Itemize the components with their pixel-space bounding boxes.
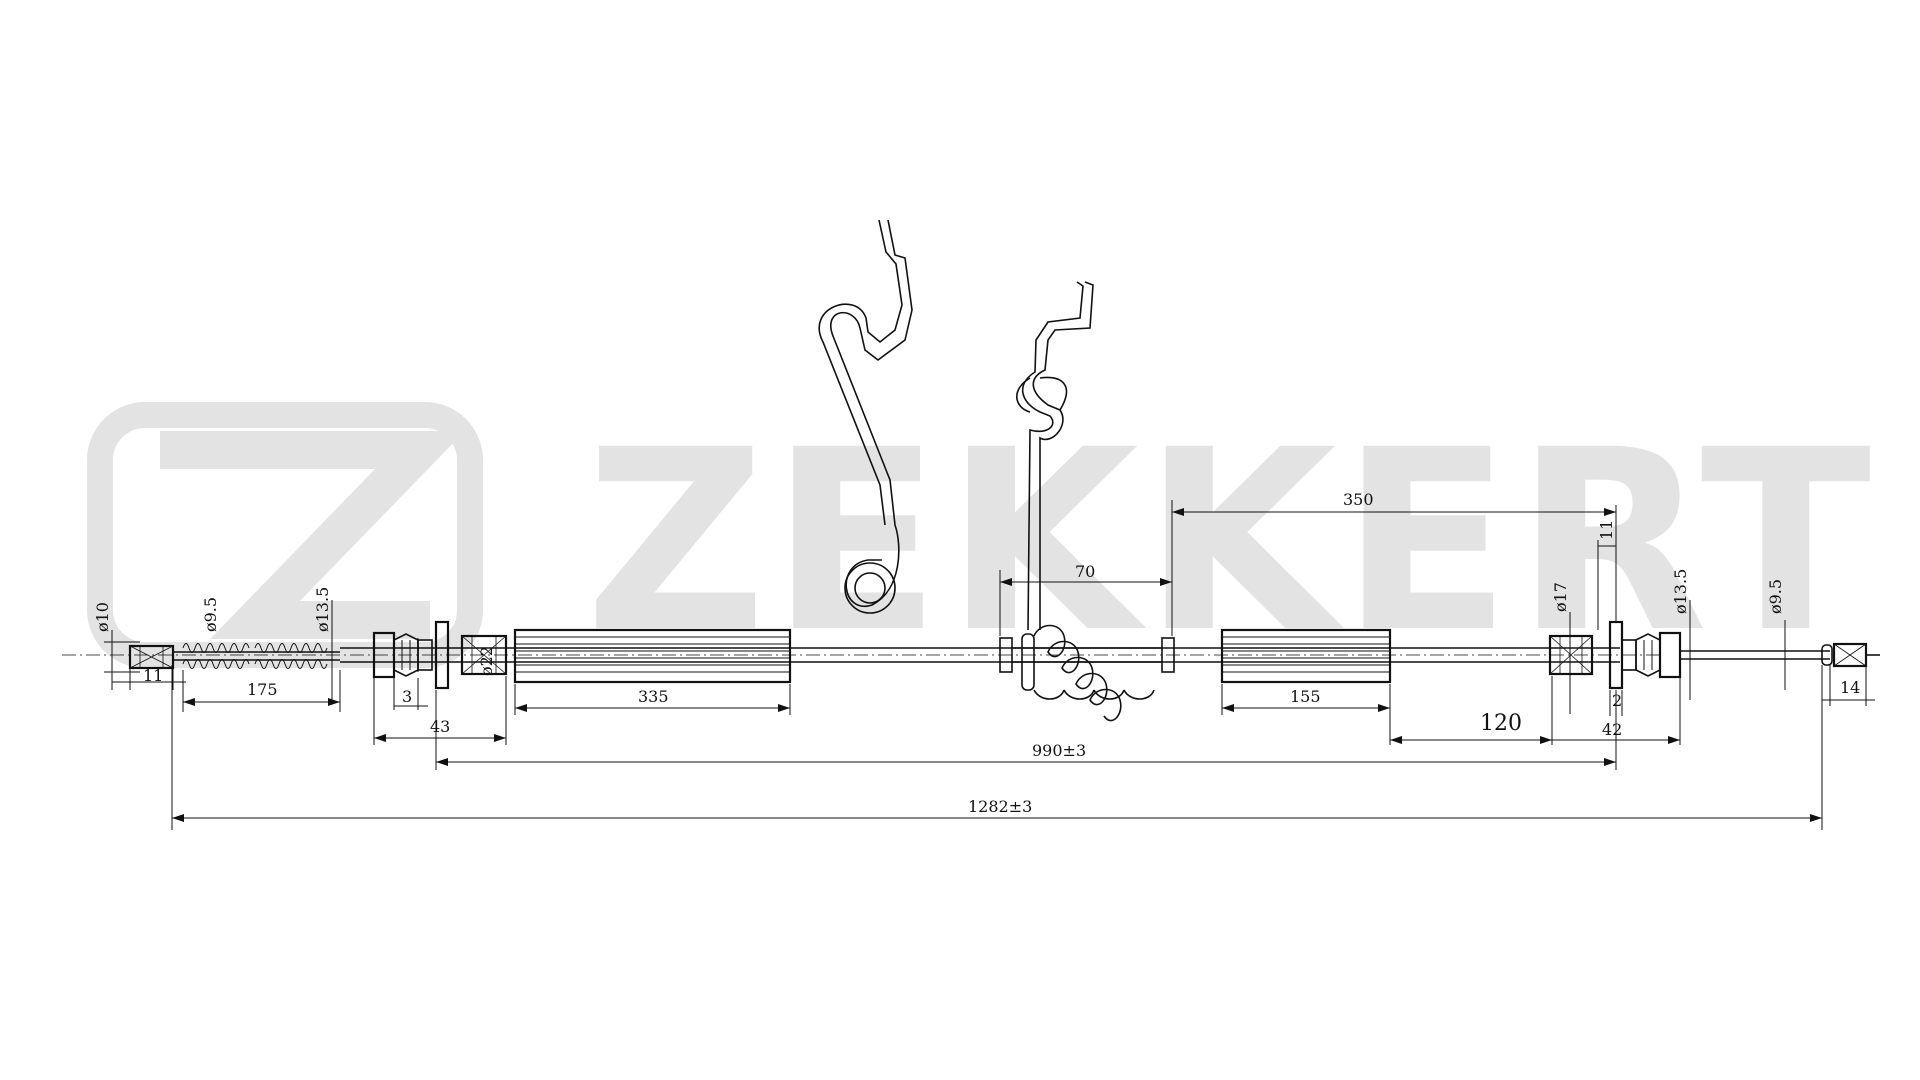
right-adjuster-nut (1548, 634, 1594, 676)
dim-d9_5-right: ø9.5 (1766, 579, 1785, 614)
dim-43: 43 (430, 717, 450, 736)
dim-990: 990±3 (1032, 741, 1086, 760)
dim-11-left: 11 (143, 666, 163, 685)
dim-d-left-nut: ø22 (477, 646, 496, 676)
left-adjuster-nut (460, 634, 508, 676)
dim-350: 350 (1343, 490, 1374, 509)
dim-335: 335 (638, 687, 669, 706)
dim-1282: 1282±3 (968, 797, 1032, 816)
cable-body (340, 647, 1620, 663)
dim-d10: ø10 (93, 602, 112, 632)
dim-11-right: 11 (1597, 520, 1616, 540)
left-clip (372, 620, 450, 690)
watermark-logo-z (160, 431, 465, 639)
dim-175: 175 (247, 680, 278, 699)
left-end-nipple (128, 644, 175, 670)
dim-d17: ø17 (1551, 582, 1570, 612)
dim-42: 42 (1602, 720, 1622, 739)
dim-d13_5-right: ø13.5 (1671, 569, 1690, 614)
dim-d13_5-left: ø13.5 (313, 587, 332, 632)
dimension-lines (104, 500, 1875, 830)
right-sleeve (1220, 628, 1392, 684)
dim-2: 2 (1612, 691, 1622, 710)
left-hook-wire (818, 219, 913, 614)
dim-120: 120 (1480, 711, 1522, 736)
right-end-fitting (1680, 642, 1880, 668)
dim-70: 70 (1075, 562, 1095, 581)
watermark-brand-text: ZEKKERT (585, 396, 1875, 687)
right-hook-wire (1016, 281, 1094, 631)
dim-3: 3 (402, 687, 412, 706)
dim-14: 14 (1840, 678, 1860, 697)
left-spring (182, 643, 328, 669)
watermark: ZEKKERT (87, 396, 1875, 687)
dim-155: 155 (1290, 687, 1321, 706)
dim-d9_5-left: ø9.5 (201, 597, 220, 632)
left-sleeve (513, 628, 792, 684)
center-spring (999, 624, 1175, 722)
dimension-labels: ø10 ø9.5 ø13.5 ø22 11 175 3 43 335 70 35… (93, 490, 1860, 816)
